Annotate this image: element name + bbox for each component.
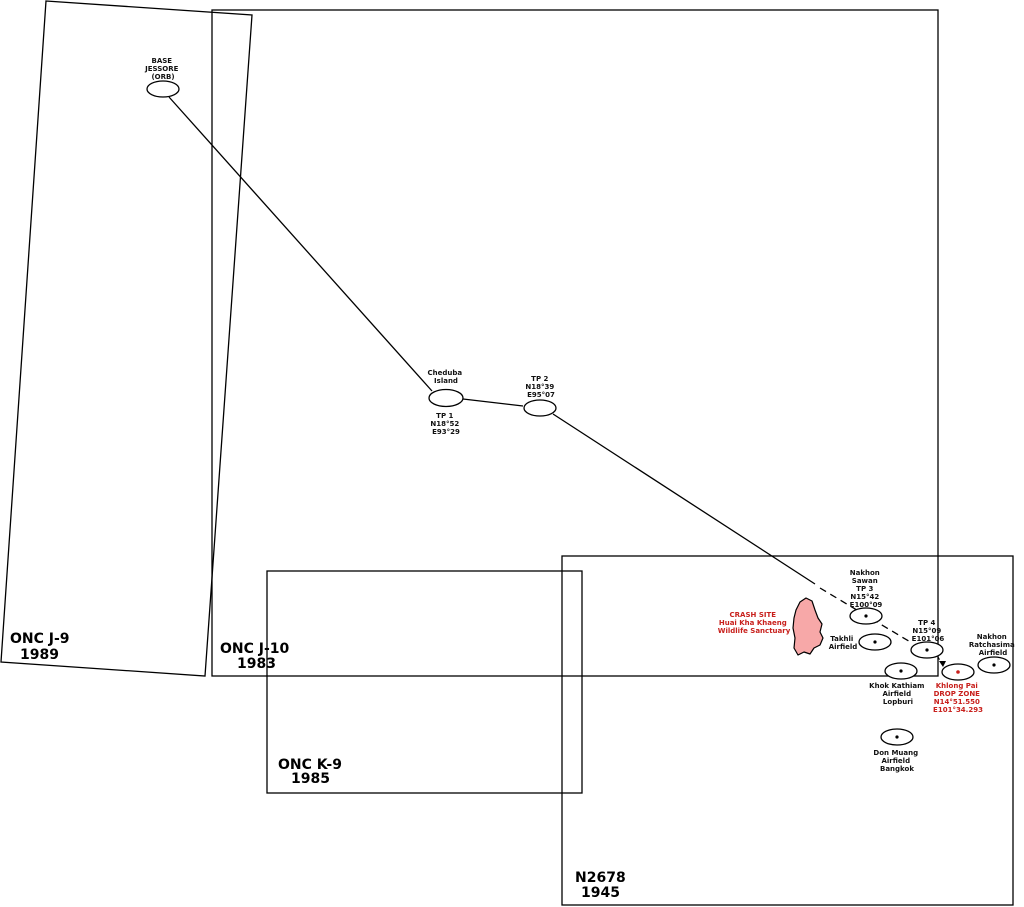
chart-year-onc-j10: 1983: [237, 656, 276, 672]
waypoint-tp3-label: Nakhon Sawan TP 3 N15°42 E100°09: [850, 569, 883, 609]
chart-label-onc-j10: ONC J-10: [220, 641, 290, 657]
chart-year-onc-j9: 1989: [20, 647, 59, 663]
airfield-nakhon-ratchasima-dot: [992, 663, 996, 667]
route-leg-tp1-tp2: [462, 398, 524, 407]
chart-year-n2678: 1945: [581, 885, 620, 901]
waypoint-tp4-dot: [925, 648, 929, 652]
drop-zone-label: Khlong Pai DROP ZONE N14°51.550 E101°34.…: [933, 682, 983, 714]
route-leg-tp2-tp3: [552, 413, 816, 585]
airfield-nakhon-ratchasima-label: Nakhon Ratchasima Airfield: [969, 633, 1017, 657]
chart-label-n2678: N2678: [575, 870, 626, 886]
chart-label-onc-k9: ONC K-9: [278, 757, 342, 773]
airfield-khok-kathiam-label: Khok Kathiam Airfield Lopburi: [869, 682, 927, 706]
crash-site-label: CRASH SITE Huai Kha Khaeng Wildlife Sanc…: [718, 611, 791, 635]
airfield-takhli-dot: [873, 640, 877, 644]
crash-site-area[interactable]: [792, 597, 824, 656]
waypoint-base-label: BASE JESSORE (ORB): [144, 57, 181, 81]
chart-boundary-onc-j10: [211, 9, 939, 677]
chart-boundary-n2678: [561, 555, 1014, 906]
route-leg-base-tp1: [168, 96, 433, 392]
route-arrow-icon: [939, 661, 946, 667]
chart-boundary-onc-k9: [266, 570, 583, 794]
chart-year-onc-k9: 1985: [291, 771, 330, 787]
waypoint-tp4-label: TP 4 N15°09 E101°06: [912, 619, 945, 643]
waypoint-tp2-marker[interactable]: [523, 399, 557, 417]
waypoint-tp3-dot: [864, 614, 868, 618]
waypoint-tp1-name: Cheduba Island: [427, 369, 464, 385]
waypoint-tp1-marker[interactable]: [428, 388, 464, 408]
airfield-takhli-label: Takhli Airfield: [829, 635, 858, 651]
waypoint-base-marker[interactable]: [146, 80, 180, 98]
airfield-don-muang-dot: [895, 735, 899, 739]
waypoint-tp1-coords: TP 1 N18°52 E93°29: [430, 412, 461, 436]
chart-label-onc-j9: ONC J-9: [10, 631, 70, 647]
airfield-khok-kathiam-dot: [899, 669, 903, 673]
airfield-don-muang-label: Don Muang Airfield Bangkok: [873, 749, 920, 773]
waypoint-tp2-label: TP 2 N18°39 E95°07: [525, 375, 556, 399]
chart-boundary-onc-j9: [0, 0, 253, 677]
drop-zone-dot: [956, 670, 960, 674]
